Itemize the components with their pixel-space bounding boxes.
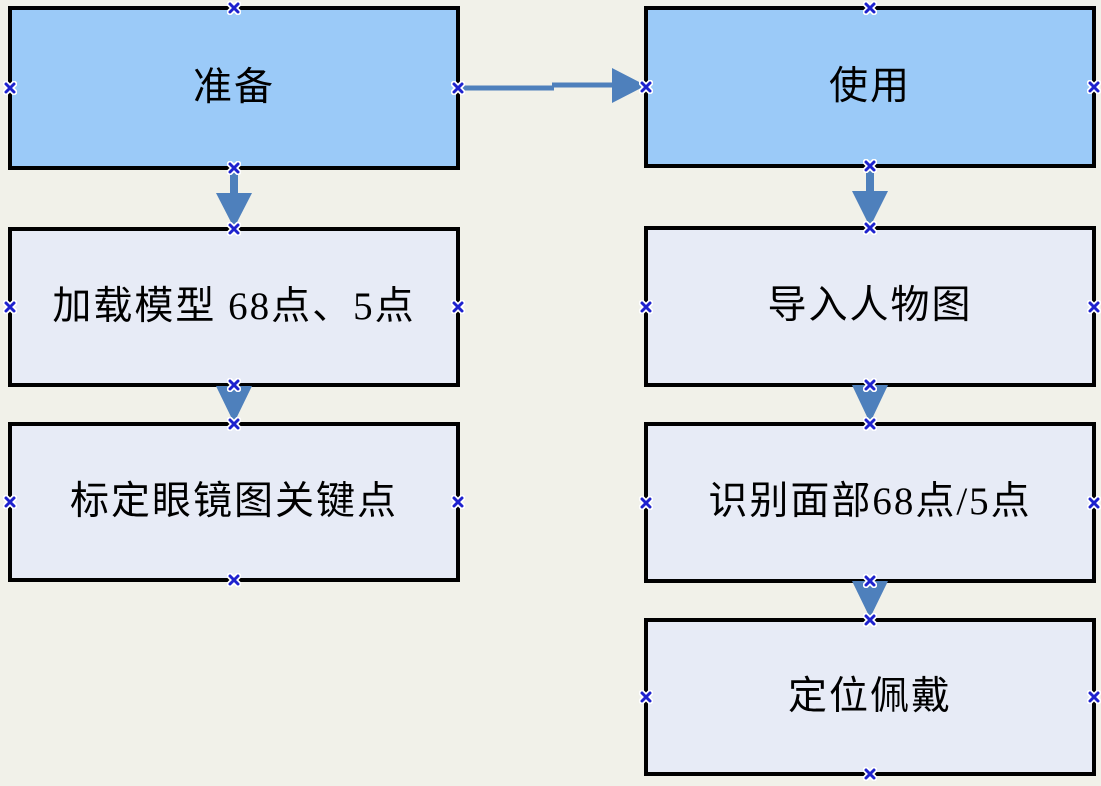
node-detect-face-points[interactable]: 识别面部68点/5点 <box>644 422 1096 583</box>
node-position-wear[interactable]: 定位佩戴 <box>644 618 1096 776</box>
node-prepare[interactable]: 准备 <box>8 6 460 170</box>
node-load-model[interactable]: 加载模型 68点、5点 <box>8 227 460 387</box>
edge-prepare-to-use[interactable] <box>460 68 646 103</box>
node-calibrate-glasses-keypoints-label: 标定眼镜图关键点 <box>69 479 398 523</box>
edge-import-portrait-to-detect[interactable] <box>852 385 888 423</box>
node-import-portrait[interactable]: 导入人物图 <box>644 226 1096 387</box>
node-use[interactable]: 使用 <box>644 6 1096 168</box>
node-position-wear-label: 定位佩戴 <box>787 674 952 718</box>
node-detect-face-points-label: 识别面部68点/5点 <box>708 480 1032 524</box>
node-load-model-label: 加载模型 68点、5点 <box>52 284 416 328</box>
edge-use-to-import-portrait[interactable] <box>852 168 888 227</box>
edge-prepare-to-load-model[interactable] <box>216 170 252 228</box>
node-use-label: 使用 <box>828 64 911 108</box>
edge-detect-to-position-wear[interactable] <box>852 581 888 618</box>
node-calibrate-glasses-keypoints[interactable]: 标定眼镜图关键点 <box>8 422 460 582</box>
edge-load-model-to-calibrate[interactable] <box>216 386 252 423</box>
node-prepare-label: 准备 <box>192 65 275 109</box>
node-import-portrait-label: 导入人物图 <box>767 284 973 328</box>
